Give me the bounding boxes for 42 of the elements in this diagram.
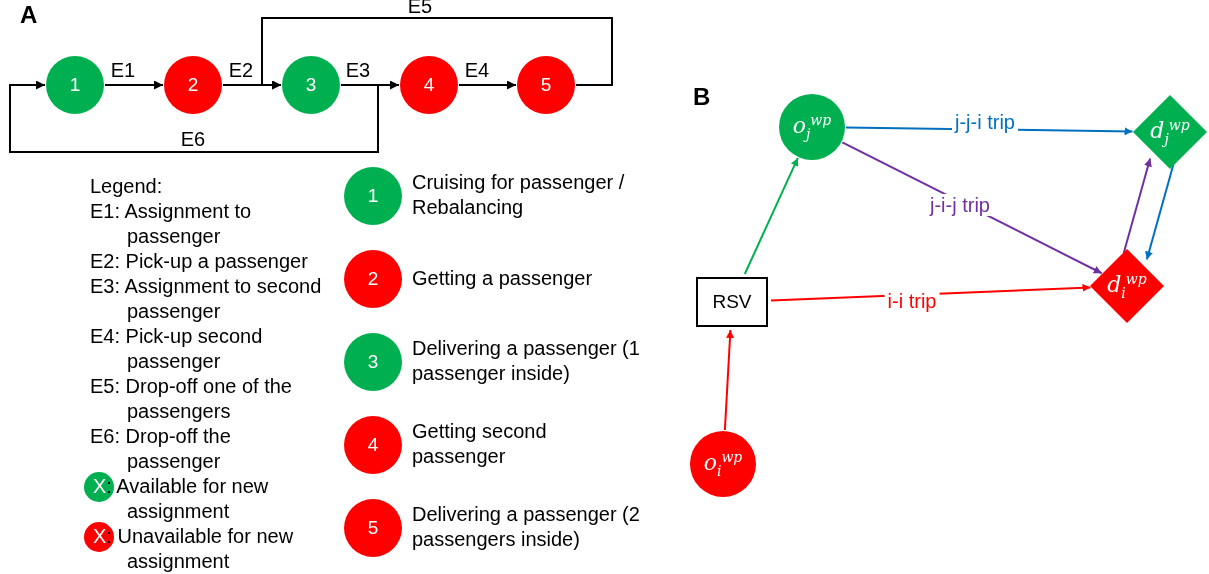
edge-label: E4 bbox=[463, 59, 491, 81]
edge-label: E6 bbox=[179, 128, 207, 150]
arrow bbox=[261, 17, 613, 90]
edge-label: i-i trip bbox=[884, 290, 940, 312]
edge-label: j-j-i trip bbox=[952, 111, 1018, 133]
state-description: Getting a passenger bbox=[412, 266, 594, 291]
legend-entry: E1: Assignment to passenger bbox=[90, 199, 253, 249]
edge-label: E2 bbox=[227, 59, 255, 81]
state-description: Cruising for passenger / Rebalancing bbox=[412, 170, 626, 220]
legend-heading: Legend: bbox=[90, 174, 163, 199]
state-circle: 4 bbox=[400, 56, 458, 114]
legend-entry: E4: Pick-up second passenger bbox=[90, 324, 264, 374]
edge-label: E1 bbox=[109, 59, 137, 81]
arrow bbox=[723, 329, 734, 432]
state-circle: 4 bbox=[344, 416, 402, 474]
legend-entry: E3: Assignment to second passenger bbox=[90, 274, 323, 324]
state-circle: 5 bbox=[517, 56, 575, 114]
legend-entry: E5: Drop-off one of the passengers bbox=[90, 374, 293, 424]
state-description: Delivering a passenger (2 passengers inside) bbox=[412, 502, 640, 552]
arrow bbox=[458, 80, 517, 90]
state-circle: 1 bbox=[46, 56, 104, 114]
state-circle: 3 bbox=[344, 333, 402, 391]
arrow bbox=[743, 156, 799, 275]
legend-text: X: Unavailable for new assignment bbox=[93, 524, 295, 574]
state-circle: 2 bbox=[344, 250, 402, 308]
state-description: Delivering a passenger (1 passenger inside) bbox=[412, 336, 640, 386]
panel-letter: A bbox=[20, 0, 38, 30]
arrow bbox=[104, 80, 164, 90]
state-circle: 3 bbox=[282, 56, 340, 114]
edge-label: E5 bbox=[406, 0, 434, 17]
state-circle: 1 bbox=[344, 167, 402, 225]
state-circle: 5 bbox=[344, 499, 402, 557]
legend-entry: E2: Pick-up a passenger bbox=[90, 249, 309, 274]
edge-label: E3 bbox=[344, 59, 372, 81]
panel-letter: B bbox=[693, 82, 711, 112]
arrow bbox=[9, 80, 379, 153]
edge-label: j-i-j trip bbox=[927, 194, 993, 216]
vehicle-box: RSV bbox=[696, 277, 768, 327]
legend-entry: E6: Drop-off the passenger bbox=[90, 424, 232, 474]
state-description: Getting second passenger bbox=[412, 419, 548, 469]
state-circle: 2 bbox=[164, 56, 222, 114]
legend-text: X: Available for new assignment bbox=[93, 474, 270, 524]
